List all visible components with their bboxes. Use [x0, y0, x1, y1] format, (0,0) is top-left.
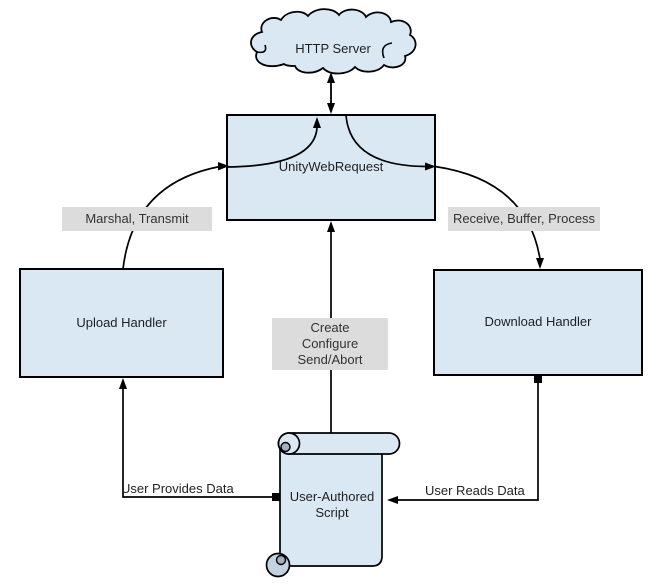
edge-label-create-line1: Create: [310, 320, 350, 335]
unitywebrequest-label: UnityWebRequest: [278, 159, 384, 174]
arrow-marshal-transmit: [122, 162, 229, 270]
scroll-top-curl-inner: [280, 441, 291, 453]
download-handler-label: Download Handler: [484, 314, 592, 329]
scroll-bottom-curl-inner: [275, 554, 287, 566]
arrow-receive-buffer-process: [434, 165, 544, 269]
edge-label-create-configure-send: Create Configure Send/Abort: [272, 318, 388, 370]
user-authored-script-label-line2: Script: [315, 505, 349, 520]
edge-label-user-reads-data: User Reads Data: [425, 483, 525, 498]
arrow-user-reads-data: [387, 375, 542, 504]
scroll-body: [279, 449, 383, 567]
user-authored-script-label: User-Authored Script: [281, 489, 383, 521]
unitywebrequest-box: [226, 114, 436, 221]
http-server-cloud: [250, 8, 417, 75]
edge-label-create-line3: Send/Abort: [297, 352, 363, 367]
edge-label-receive-buffer-process: Receive, Buffer, Process: [448, 207, 600, 231]
arrow-uwr-internal-right: [345, 114, 436, 171]
cloud-curl-left: [256, 44, 267, 54]
http-server-label: HTTP Server: [295, 41, 371, 56]
arrow-http-server-unitywebrequest: [327, 72, 335, 114]
upload-handler-box: [19, 268, 224, 378]
arrow-user-provides-data: [119, 378, 280, 501]
cloud-curl-right: [381, 42, 393, 59]
edge-label-create-line2: Configure: [301, 336, 359, 351]
user-authored-script-label-line1: User-Authored: [289, 489, 375, 504]
edge-label-marshal-transmit: Marshal, Transmit: [62, 207, 212, 231]
edge-label-user-provides-data: User Provides Data: [121, 481, 234, 496]
upload-handler-label: Upload Handler: [76, 315, 167, 330]
arrow-uwr-internal-left: [226, 117, 321, 168]
